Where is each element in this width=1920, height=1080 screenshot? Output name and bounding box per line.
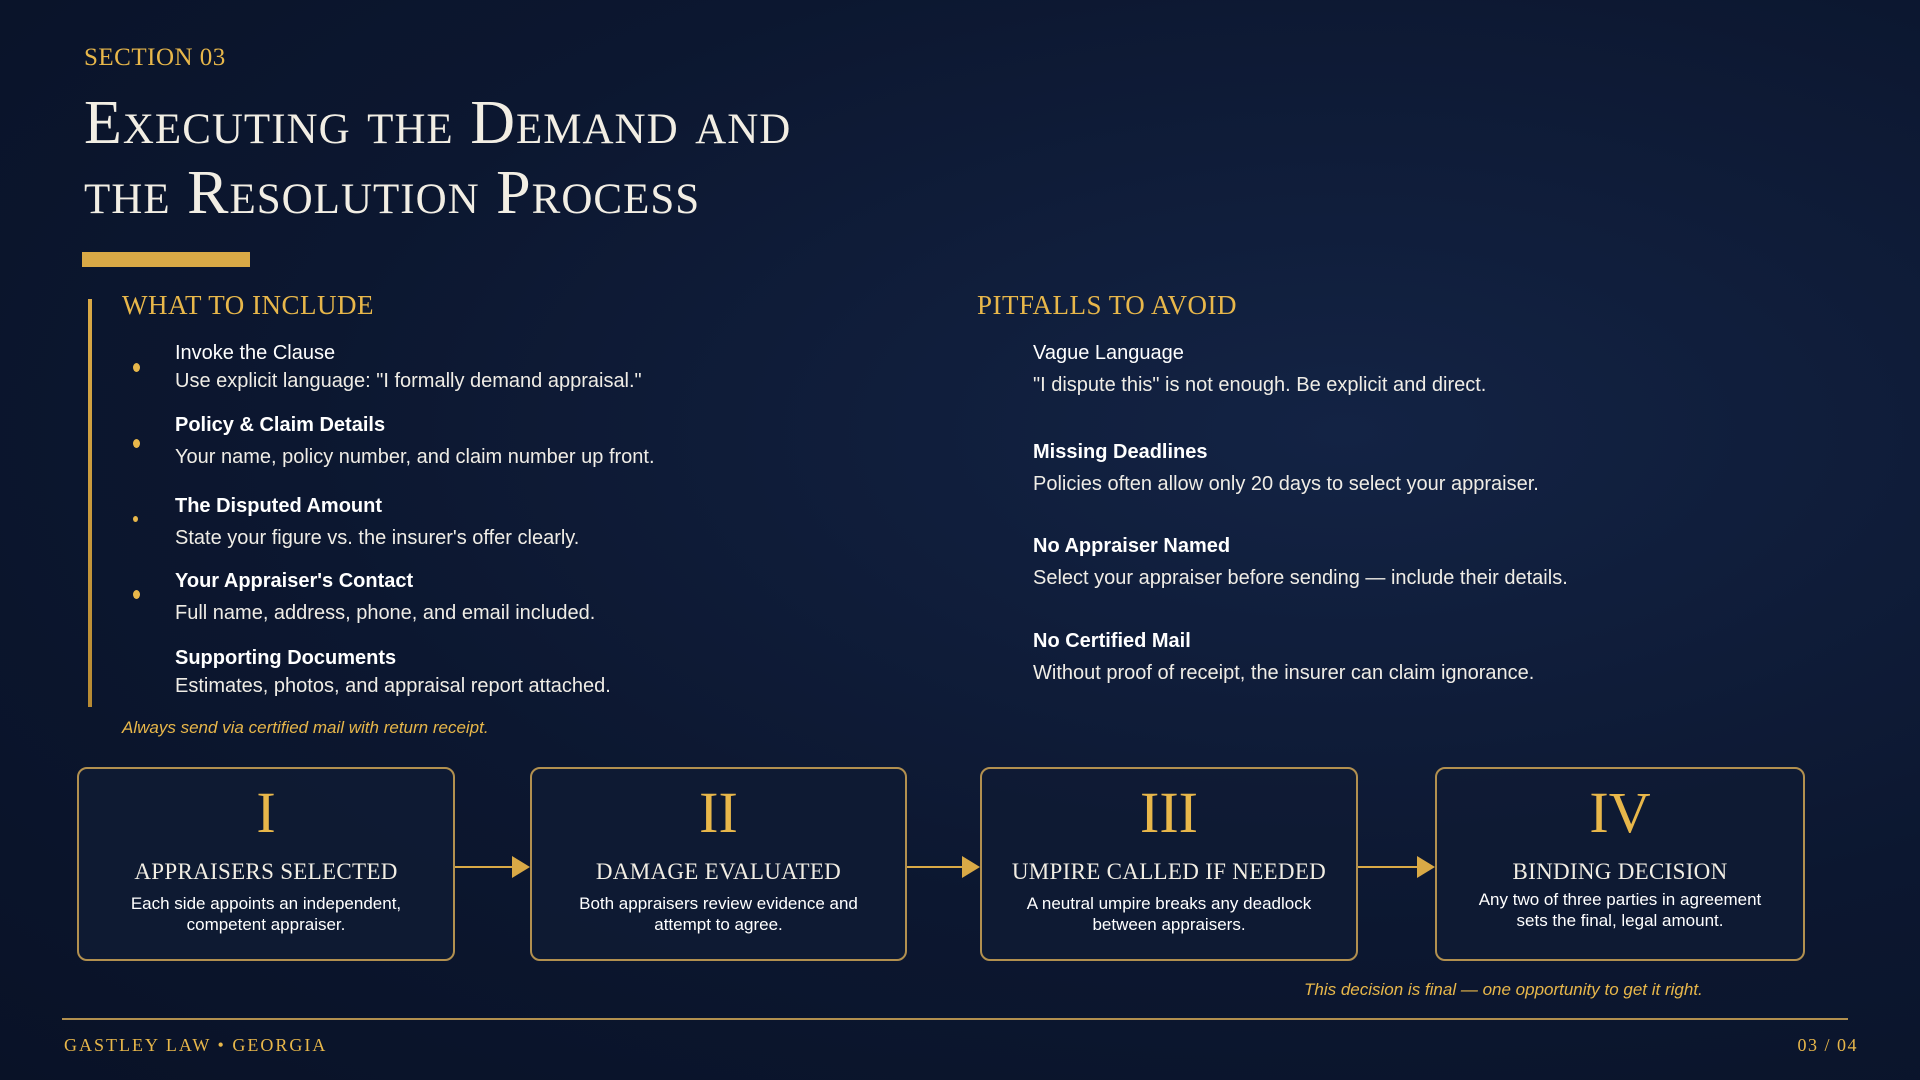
bullet-dot [133,516,138,522]
include-item-desc: Use explicit language: "I formally deman… [175,370,642,392]
include-item-title: Policy & Claim Details [175,414,386,436]
pitfall-item-missing-deadlines: Missing Deadlines Policies often allow o… [1033,439,1539,497]
step-numeral: IV [1589,780,1651,845]
include-item-desc: Estimates, photos, and appraisal report … [175,675,611,697]
include-item-desc: Full name, address, phone, and email inc… [175,602,596,624]
arrow-right-icon [907,856,980,878]
section-label: SECTION 03 [84,44,226,71]
bullet-dot [133,439,140,448]
step-numeral: I [256,780,276,845]
pitfall-item-desc: "I dispute this" is not enough. Be expli… [1033,374,1487,396]
include-item-supporting-docs: Supporting Documents Estimates, photos, … [175,645,611,699]
footer-divider [62,1018,1848,1020]
step-desc: A neutral umpire breaks any deadlock bet… [1026,894,1312,934]
include-item-title: Your Appraiser's Contact [175,570,414,592]
arrow-right-icon [1358,856,1435,878]
step-numeral: II [699,780,738,845]
pitfall-item-desc: Without proof of receipt, the insurer ca… [1033,662,1535,684]
step-label: DAMAGE EVALUATED [595,859,842,884]
include-note: Always send via certified mail with retu… [122,718,489,737]
step-desc: Both appraisers review evidence and atte… [579,894,858,934]
include-accent-bar [88,299,92,707]
include-item-desc: Your name, policy number, and claim numb… [175,446,655,468]
include-item-policy-claim: Policy & Claim Details Your name, policy… [175,412,655,470]
pitfall-item-no-appraiser: No Appraiser Named Select your appraiser… [1033,533,1568,591]
include-item-appraiser-contact: Your Appraiser's Contact Full name, addr… [175,568,595,626]
page-number: 03 / 04 [1797,1035,1858,1055]
include-item-title: Supporting Documents [175,647,397,669]
footer-brand: GASTLEY LAW • GEORGIA [64,1035,328,1055]
pitfall-item-title: No Appraiser Named [1033,535,1231,557]
include-item-disputed-amount: The Disputed Amount State your figure vs… [175,493,579,551]
arrow-right-icon [455,856,530,878]
include-heading: WHAT TO INCLUDE [122,290,374,320]
process-step-binding-decision: IV BINDING DECISION Any two of three par… [1435,767,1805,961]
process-step-damage-evaluated: II DAMAGE EVALUATED Both appraisers revi… [530,767,907,961]
process-step-appraisers-selected: I APPRAISERS SELECTED Each side appoints… [77,767,455,961]
bullet-dot [133,590,140,599]
include-item-invoke-clause: Invoke the Clause Use explicit language:… [175,340,642,394]
process-step-umpire-called: III UMPIRE CALLED IF NEEDED A neutral um… [980,767,1358,961]
include-item-title: Invoke the Clause [175,342,336,364]
include-item-desc: State your figure vs. the insurer's offe… [175,527,580,549]
step-numeral: III [1140,780,1198,845]
pitfall-item-desc: Policies often allow only 20 days to sel… [1033,473,1539,495]
title-underline [82,252,250,267]
page-title-line-2: the Resolution Process [84,159,701,227]
pitfall-item-title: No Certified Mail [1033,630,1191,652]
pitfall-item-desc: Select your appraiser before sending — i… [1033,567,1568,589]
decision-note: This decision is final — one opportunity… [1304,980,1703,999]
step-label: UMPIRE CALLED IF NEEDED [1011,859,1327,884]
step-label: APPRAISERS SELECTED [134,859,398,884]
pitfall-item-title: Vague Language [1033,342,1184,364]
include-item-title: The Disputed Amount [175,495,383,517]
bullet-dot [133,363,140,372]
pitfalls-heading: PITFALLS TO AVOID [977,290,1238,320]
page-title: Executing the Demand and the Resolution … [84,88,1084,228]
pitfall-item-vague-language: Vague Language "I dispute this" is not e… [1033,340,1486,398]
step-desc: Each side appoints an independent, compe… [130,894,402,934]
step-desc: Any two of three parties in agreement se… [1478,890,1762,930]
pitfall-item-no-certified-mail: No Certified Mail Without proof of recei… [1033,628,1534,686]
pitfall-item-title: Missing Deadlines [1033,441,1208,463]
page-title-line-1: Executing the Demand and [84,89,792,157]
step-label: BINDING DECISION [1512,859,1728,884]
